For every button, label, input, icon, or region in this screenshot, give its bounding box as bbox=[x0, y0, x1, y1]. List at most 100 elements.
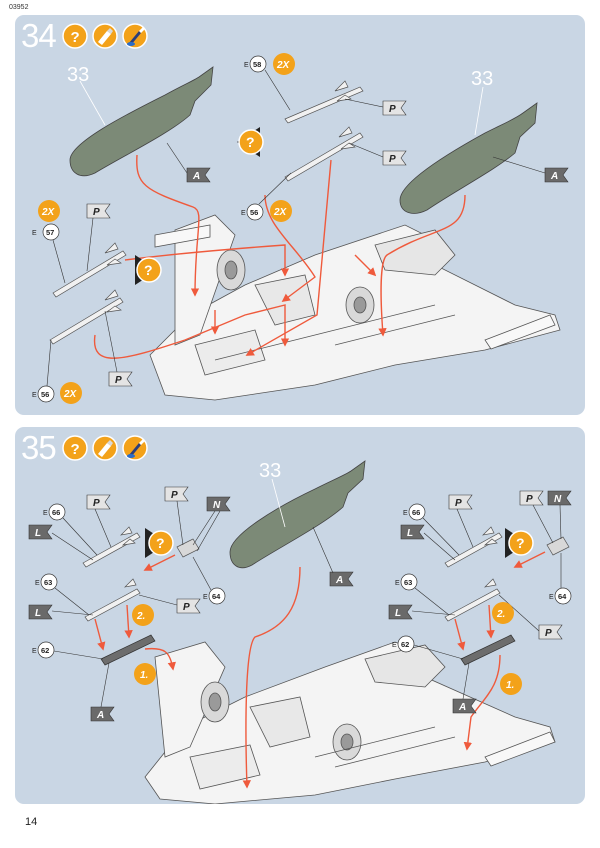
svg-text:E: E bbox=[241, 210, 246, 217]
flag-p: P bbox=[164, 486, 189, 502]
flag-p: P bbox=[86, 494, 111, 510]
svg-text:2X: 2X bbox=[273, 207, 288, 218]
svg-text:2X: 2X bbox=[63, 389, 78, 400]
assembly-arrows bbox=[93, 154, 466, 359]
svg-text:?: ? bbox=[70, 29, 79, 46]
svg-text:P: P bbox=[171, 490, 178, 501]
tube-glue-icon bbox=[91, 434, 118, 461]
step-34-illustration: 33 33 bbox=[32, 53, 569, 404]
missile-e58 bbox=[284, 80, 364, 124]
svg-text:L: L bbox=[35, 528, 41, 539]
svg-text:2.: 2. bbox=[496, 609, 505, 620]
part-callout-e66: E 66 bbox=[403, 503, 426, 521]
missile-e66-right bbox=[444, 526, 503, 568]
question-icon: ? bbox=[237, 127, 264, 157]
svg-text:P: P bbox=[183, 602, 190, 613]
flag-p: P bbox=[382, 150, 407, 166]
question-icon: ? bbox=[145, 528, 174, 558]
sequence-badge: 2. bbox=[492, 602, 514, 624]
paint-brush-icon bbox=[121, 434, 148, 461]
missile-e63-right bbox=[444, 578, 501, 622]
flag-p: P bbox=[86, 203, 111, 219]
svg-text:62: 62 bbox=[41, 646, 49, 655]
pylon-e64-right bbox=[546, 536, 570, 556]
part-callout-e64: E 64 bbox=[549, 587, 572, 605]
question-icon: ? bbox=[61, 434, 88, 461]
svg-text:E: E bbox=[43, 510, 48, 517]
step-number: 34 bbox=[21, 17, 57, 54]
part-callout-e63: E 63 bbox=[35, 573, 58, 591]
svg-text:?: ? bbox=[70, 441, 79, 458]
flag-a: A bbox=[329, 571, 354, 587]
svg-text:E: E bbox=[35, 580, 40, 587]
svg-text:?: ? bbox=[516, 535, 525, 551]
part-callout-e62: E 62 bbox=[32, 641, 55, 659]
svg-text:A: A bbox=[96, 710, 104, 721]
svg-text:P: P bbox=[115, 375, 122, 386]
flag-p: P bbox=[448, 494, 473, 510]
part-callout-e58: E 58 2X bbox=[244, 53, 295, 75]
part-callout-e56: E 56 2X bbox=[241, 200, 292, 222]
svg-text:?: ? bbox=[144, 262, 153, 278]
svg-text:2X: 2X bbox=[276, 60, 291, 71]
flag-p: P bbox=[538, 624, 563, 640]
aircraft-underside bbox=[144, 641, 556, 804]
tank-label-33: 33 bbox=[259, 460, 281, 482]
svg-text:?: ? bbox=[156, 535, 165, 551]
question-icon: ? bbox=[61, 22, 88, 49]
svg-text:E: E bbox=[392, 642, 397, 649]
svg-text:1.: 1. bbox=[140, 670, 148, 681]
svg-text:63: 63 bbox=[404, 578, 412, 587]
part-callout-e66: E 66 bbox=[43, 503, 66, 521]
sequence-badge: 2. bbox=[132, 604, 154, 626]
sequence-badge: 1. bbox=[134, 663, 156, 685]
svg-text:63: 63 bbox=[44, 578, 52, 587]
missile-e56-top bbox=[284, 126, 364, 182]
svg-text:N: N bbox=[213, 500, 221, 511]
svg-text:56: 56 bbox=[41, 390, 49, 399]
svg-text:62: 62 bbox=[401, 640, 409, 649]
svg-text:64: 64 bbox=[212, 592, 221, 601]
svg-text:56: 56 bbox=[250, 208, 258, 217]
missile-e66-left bbox=[82, 526, 141, 568]
step-35-illustration: 33 bbox=[28, 460, 572, 804]
page-number: 14 bbox=[25, 816, 38, 828]
step-34-panel: 33 33 bbox=[15, 15, 585, 415]
flag-l: L bbox=[388, 604, 413, 620]
part-callout-e62: E 62 bbox=[392, 635, 415, 653]
tube-glue-icon bbox=[91, 22, 118, 49]
svg-text:66: 66 bbox=[412, 508, 420, 517]
launcher-e62-right bbox=[460, 634, 516, 666]
flag-n: N bbox=[547, 490, 572, 506]
missile-e63-left bbox=[84, 578, 141, 622]
flag-a: A bbox=[544, 167, 569, 183]
question-icon: ? bbox=[505, 528, 534, 558]
flag-a: A bbox=[90, 706, 115, 722]
svg-text:N: N bbox=[554, 494, 562, 505]
step-35-header: 35 ? bbox=[21, 431, 148, 464]
assembly-arrows bbox=[94, 551, 546, 789]
flag-n: N bbox=[206, 496, 231, 512]
missile-e56-bottom bbox=[49, 289, 124, 345]
missile-e57 bbox=[52, 242, 127, 298]
flag-l: L bbox=[28, 604, 53, 620]
flag-p: P bbox=[382, 100, 407, 116]
svg-text:E: E bbox=[403, 510, 408, 517]
flag-a: A bbox=[452, 698, 477, 714]
part-callout-e63: E 63 bbox=[395, 573, 418, 591]
drop-tank bbox=[229, 460, 366, 569]
svg-text:E: E bbox=[244, 62, 249, 69]
flag-l: L bbox=[28, 524, 53, 540]
svg-text:P: P bbox=[389, 154, 396, 165]
tank-label-33: 33 bbox=[67, 64, 89, 86]
svg-text:A: A bbox=[458, 702, 466, 713]
step-number: 35 bbox=[21, 429, 57, 466]
flag-p: P bbox=[519, 490, 544, 506]
svg-text:1.: 1. bbox=[506, 680, 514, 691]
launcher-e62-left bbox=[100, 634, 156, 666]
svg-text:P: P bbox=[526, 494, 533, 505]
sequence-badge: 1. bbox=[500, 673, 522, 695]
svg-text:E: E bbox=[395, 580, 400, 587]
svg-text:2X: 2X bbox=[41, 207, 56, 218]
svg-text:P: P bbox=[545, 628, 552, 639]
